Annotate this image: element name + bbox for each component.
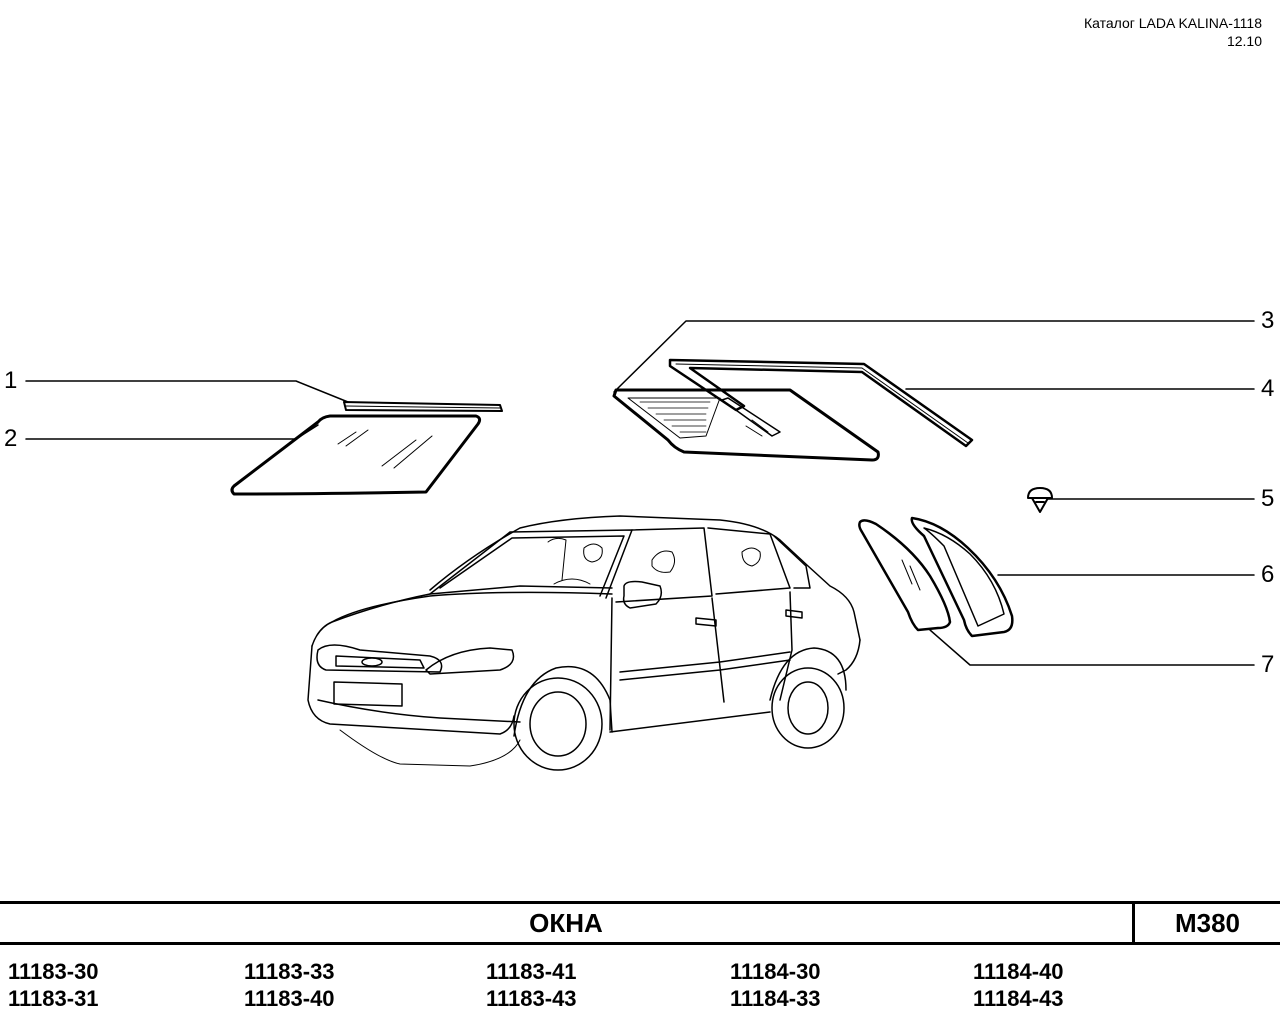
windshield-glass [230, 414, 482, 496]
callout-7: 7 [1261, 651, 1275, 678]
leader-2 [25, 424, 319, 440]
model-code: 11184-30 [730, 959, 821, 984]
title-divider [1132, 904, 1135, 942]
callout-4: 4 [1261, 375, 1275, 402]
title-bar: ОКНА М380 [0, 901, 1280, 945]
model-code: 11183-30 [8, 959, 99, 984]
leader-7 [929, 629, 1255, 666]
catalog-name: Каталог LADA KALINA-1118 [1083, 15, 1262, 31]
model-code: 11183-41 [486, 959, 577, 984]
model-code: 11183-31 [8, 986, 99, 1011]
catalog-date: 12.10 [1226, 33, 1262, 49]
leader-3 [613, 320, 1255, 393]
model-code: 11183-43 [486, 986, 577, 1011]
rear-window-seal [668, 358, 974, 448]
model-list: 11183-30 11183-31 11183-33 11183-40 1118… [0, 957, 1280, 1017]
rear-window-glass [612, 388, 880, 462]
section-code: М380 [1174, 907, 1241, 938]
model-code: 11184-33 [730, 986, 821, 1011]
callout-5: 5 [1261, 485, 1275, 512]
callout-6: 6 [1261, 561, 1275, 588]
clip-part [1027, 487, 1053, 513]
car-illustration [307, 515, 861, 771]
section-title: ОКНА [529, 907, 603, 938]
quarter-window-seal [910, 516, 1014, 638]
quarter-window-glass [858, 519, 952, 632]
leader-1 [25, 380, 349, 403]
leader-lines [25, 320, 1255, 666]
windshield-seal [343, 401, 503, 412]
model-code: 11183-33 [244, 959, 335, 984]
callout-3: 3 [1261, 307, 1275, 334]
catalog-header: Каталог LADA KALINA-1118 12.10 [1084, 14, 1262, 50]
parts-drawing [25, 320, 1255, 771]
model-code: 11184-43 [973, 986, 1064, 1011]
model-code: 11184-40 [973, 959, 1064, 984]
model-code: 11183-40 [244, 986, 335, 1011]
callout-2: 2 [4, 425, 18, 452]
callout-1: 1 [4, 367, 18, 394]
